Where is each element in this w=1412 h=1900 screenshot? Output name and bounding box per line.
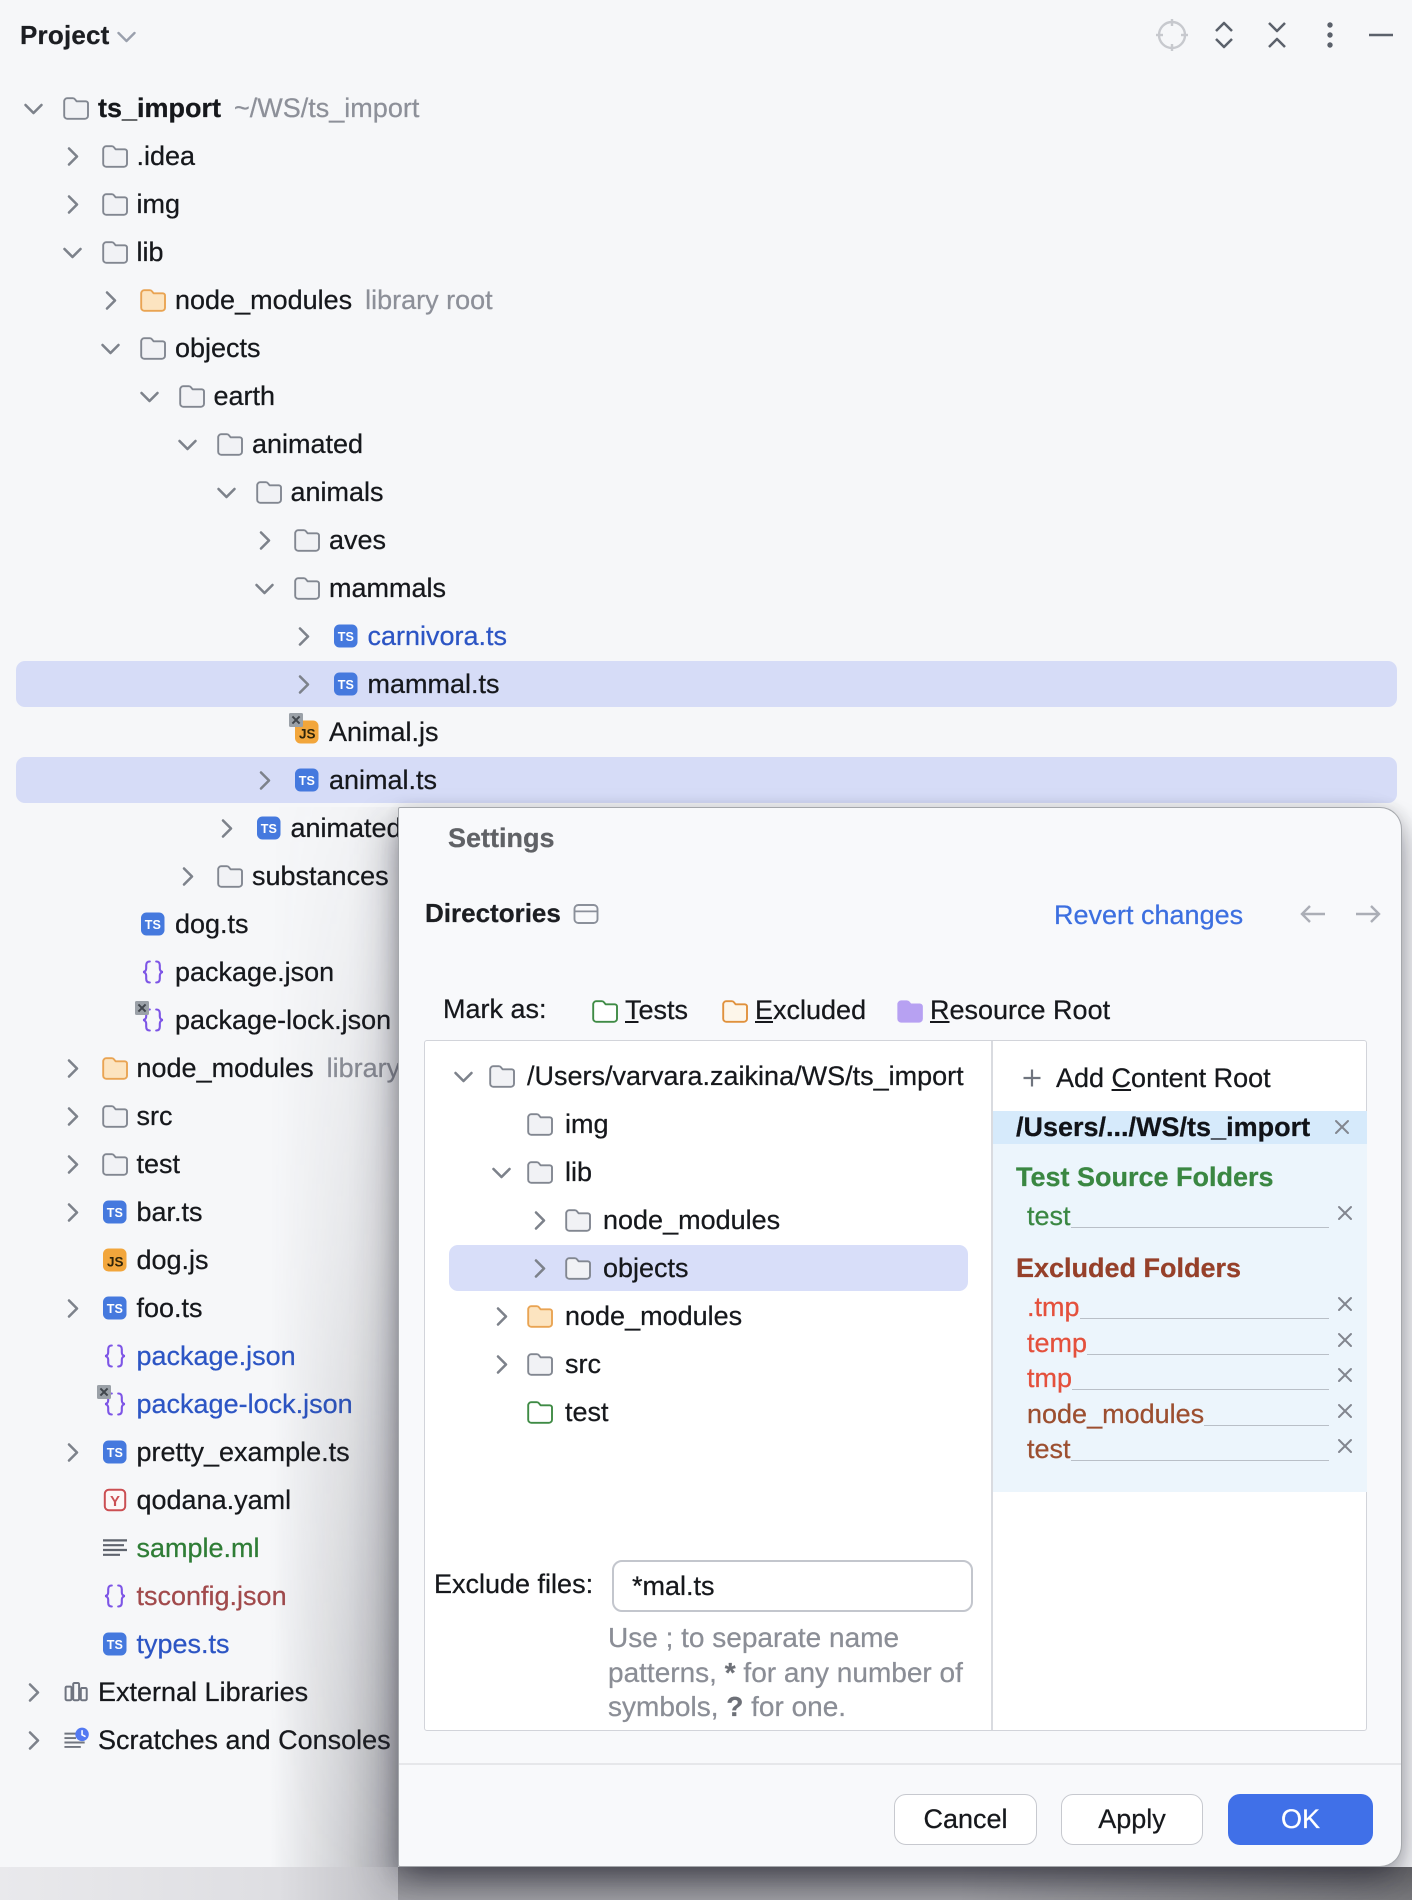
svg-text:TS: TS — [299, 774, 315, 788]
svg-text:TS: TS — [106, 1206, 122, 1220]
svg-text:TS: TS — [260, 822, 276, 836]
svg-text:JS: JS — [106, 1254, 123, 1269]
svg-text:TS: TS — [106, 1638, 122, 1652]
svg-text:Y: Y — [109, 1493, 119, 1510]
svg-text:TS: TS — [106, 1446, 122, 1460]
svg-text:TS: TS — [106, 1302, 122, 1316]
svg-text:TS: TS — [337, 678, 353, 692]
svg-text:TS: TS — [145, 918, 161, 932]
svg-text:TS: TS — [337, 630, 353, 644]
svg-text:JS: JS — [299, 726, 316, 741]
